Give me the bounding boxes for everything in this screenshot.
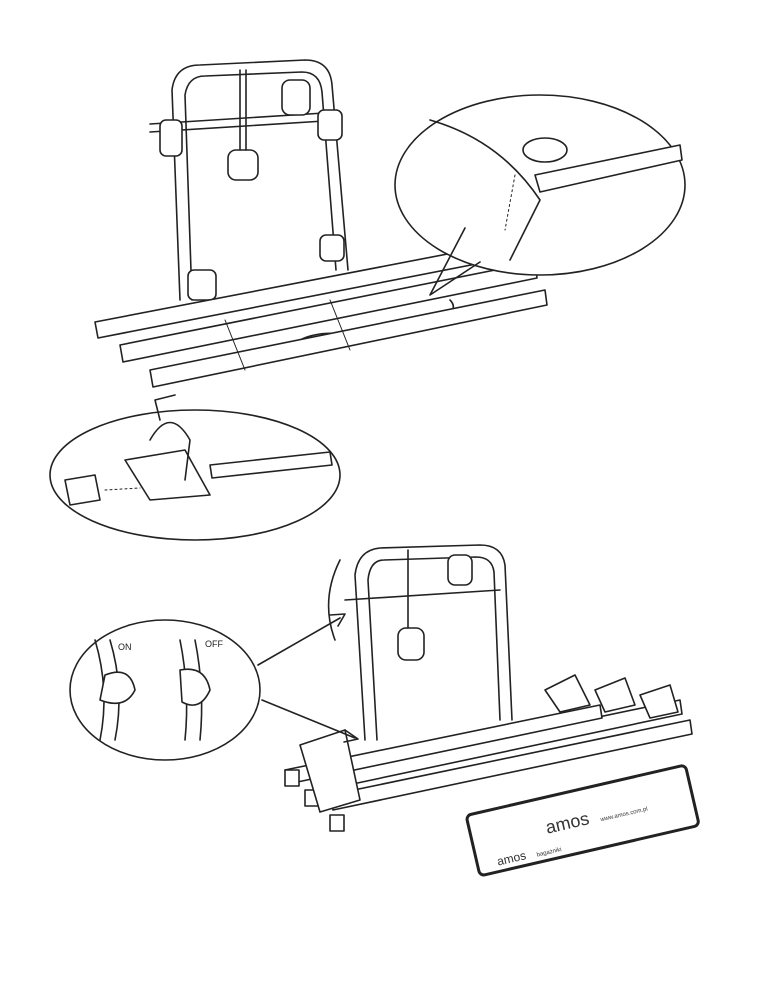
top-rack-illustration — [94, 59, 548, 388]
on-off-switch-callout: ON OFF — [69, 613, 359, 761]
off-label: OFF — [205, 639, 223, 649]
plate-brand-small: amos — [496, 848, 528, 868]
strap-detail-callout — [49, 394, 341, 541]
arrow-to-frame — [257, 617, 341, 666]
license-plate: amos www.amos.com.pl amos bagażniki — [465, 764, 700, 877]
bottom-rack-illustration — [284, 544, 693, 832]
rail-detail-callout — [394, 94, 686, 296]
plate-tagline: bagażniki — [536, 847, 562, 859]
on-label: ON — [118, 642, 132, 652]
arrow-to-rails — [261, 699, 356, 739]
